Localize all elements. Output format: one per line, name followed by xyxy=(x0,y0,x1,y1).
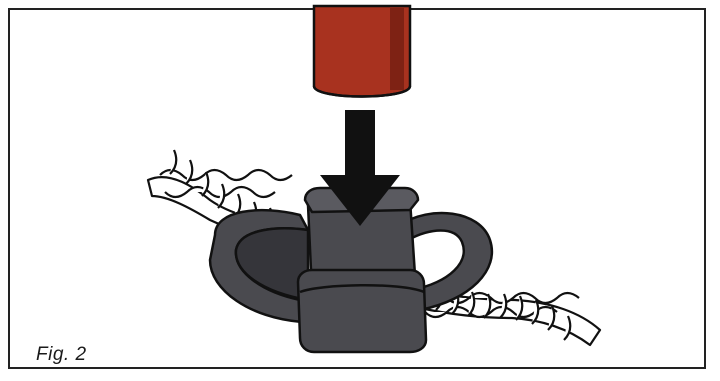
braided-rope-right xyxy=(418,285,602,347)
rod-icon xyxy=(312,4,412,98)
down-arrow-icon xyxy=(320,110,400,226)
figure-caption: Fig. 2 xyxy=(36,344,87,365)
